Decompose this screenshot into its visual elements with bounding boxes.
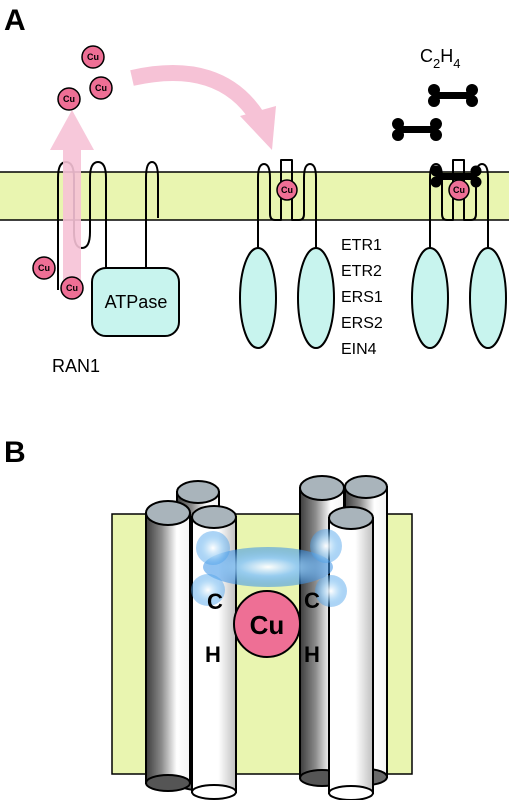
panel-b-label: B bbox=[4, 436, 26, 469]
panel-b: B bbox=[4, 436, 413, 800]
receptor-name-etr1: ETR1 bbox=[341, 237, 382, 254]
helix-side-left bbox=[145, 500, 191, 792]
copper-ion-bound: Cu bbox=[276, 179, 298, 201]
svg-text:Cu: Cu bbox=[250, 610, 285, 640]
copper-ion: Cu bbox=[89, 76, 113, 100]
svg-text:Cu: Cu bbox=[95, 83, 107, 93]
copper-ion: Cu bbox=[32, 256, 56, 280]
residue-c-right: C bbox=[304, 588, 320, 613]
svg-text:Cu: Cu bbox=[38, 263, 50, 273]
transport-arrow-up bbox=[50, 110, 94, 280]
receptor-name-ein4: EIN4 bbox=[341, 341, 377, 358]
residue-h-right: H bbox=[304, 642, 320, 667]
panel-a-label: A bbox=[4, 4, 26, 37]
copper-ion-bound: Cu bbox=[448, 179, 470, 201]
svg-text:Cu: Cu bbox=[453, 185, 465, 195]
svg-text:Cu: Cu bbox=[281, 185, 293, 195]
receptor-name-etr2: ETR2 bbox=[341, 263, 382, 280]
membrane-band-a bbox=[0, 172, 509, 220]
svg-text:Cu: Cu bbox=[66, 283, 78, 293]
ethylene-formula-label: C2H4 bbox=[420, 46, 460, 71]
residue-h-left: H bbox=[205, 642, 221, 667]
receptor-domain-left bbox=[239, 247, 277, 349]
atpase-label: ATPase bbox=[105, 292, 168, 312]
ran1-label: RAN1 bbox=[52, 356, 100, 376]
residue-c-left: C bbox=[207, 589, 223, 614]
copper-ion: Cu bbox=[81, 45, 105, 69]
ethylene-molecule bbox=[428, 84, 478, 107]
receptor-dimer-copper bbox=[257, 159, 317, 250]
svg-text:Cu: Cu bbox=[63, 94, 75, 104]
copper-ion-large: Cu bbox=[233, 590, 301, 658]
atpase-domain bbox=[91, 267, 180, 337]
svg-text:Cu: Cu bbox=[87, 52, 99, 62]
copper-ion: Cu bbox=[60, 276, 84, 300]
receptor-name-ers2: ERS2 bbox=[341, 315, 383, 332]
receptor-domain-right bbox=[469, 247, 507, 349]
transport-arrow-head bbox=[240, 106, 276, 150]
receptor-domain-left bbox=[411, 247, 449, 349]
ethylene-binding-glow bbox=[191, 529, 347, 607]
transport-arrow-curved bbox=[130, 65, 265, 123]
ethylene-molecule bbox=[392, 118, 442, 141]
copper-ion: Cu bbox=[57, 87, 81, 111]
receptor-dimer-ethylene bbox=[429, 159, 489, 250]
receptor-name-ers1: ERS1 bbox=[341, 289, 383, 306]
panel-a: A ATPase RAN1 Cu Cu Cu bbox=[0, 4, 509, 376]
ethylene-molecule-bound bbox=[430, 165, 482, 188]
helix-front-right bbox=[328, 506, 374, 800]
receptor-domain-right bbox=[297, 247, 335, 349]
